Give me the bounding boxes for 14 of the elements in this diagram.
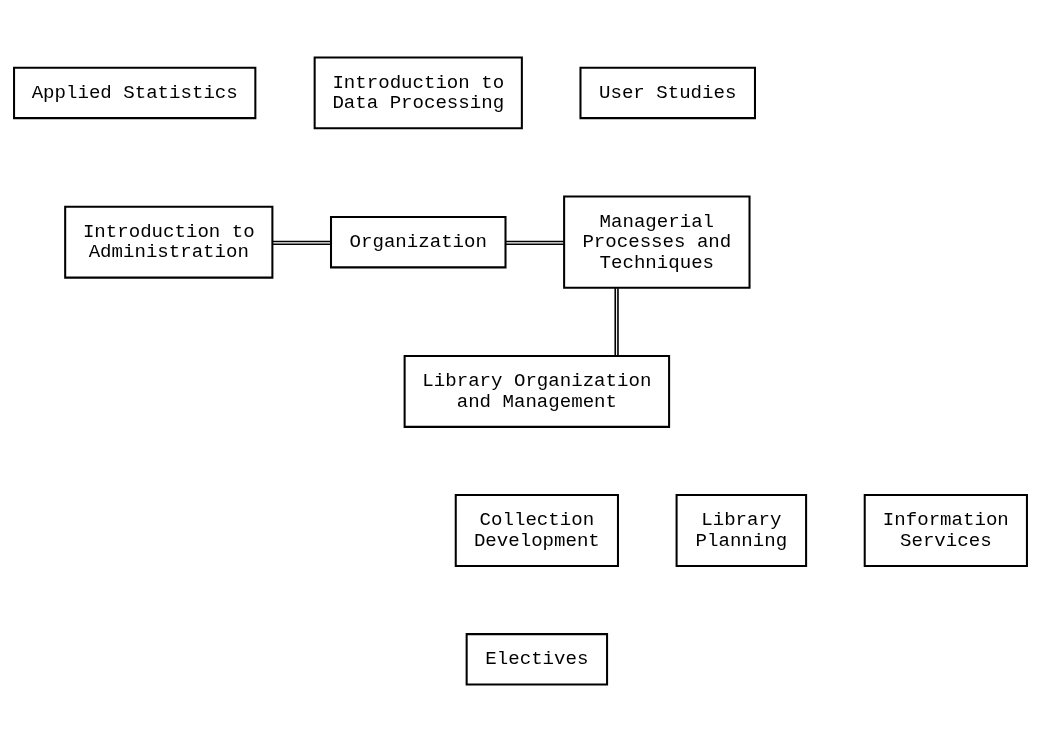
node-box: Organization [330, 215, 507, 269]
connector [504, 240, 565, 246]
node-box: Electives [465, 633, 609, 686]
node-box: Applied Statistics [13, 66, 257, 120]
node-box: Library Planning [675, 494, 808, 567]
connector [614, 287, 619, 357]
node-box: User Studies [579, 66, 756, 120]
node-box: Introduction to Administration [64, 205, 274, 279]
node-box: Managerial Processes and Techniques [563, 195, 751, 289]
node-box: Introduction to Data Processing [313, 56, 523, 130]
node-box: Information Services [863, 494, 1028, 567]
node-box: Library Organization and Management [403, 355, 671, 428]
node-box: Collection Development [454, 494, 619, 567]
connector [271, 240, 332, 246]
